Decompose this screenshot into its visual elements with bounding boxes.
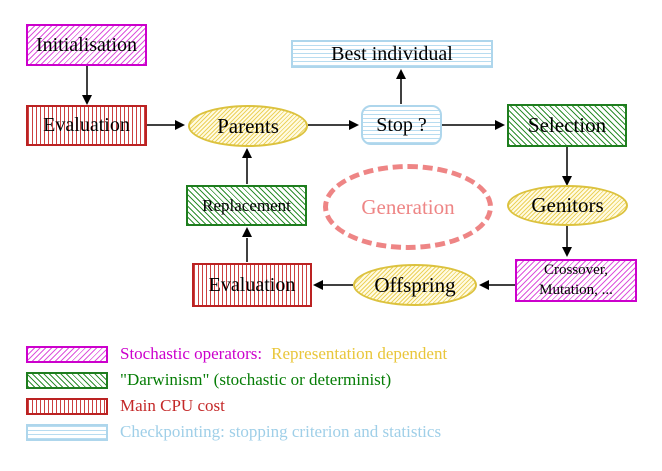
- node-crossover-mutation: Crossover, Mutation, ...: [515, 259, 637, 302]
- legend-label-darwinism: "Darwinism" (stochastic or determinist): [120, 370, 392, 389]
- node-genitors: Genitors: [507, 185, 628, 226]
- node-generation: Generation: [323, 164, 493, 250]
- node-replacement: Replacement: [186, 185, 307, 226]
- crossover-line1: Crossover,: [544, 262, 608, 278]
- legend-row-stochastic: Stochastic operators: Representation dep…: [26, 344, 447, 364]
- legend-label-checkpointing: Checkpointing: stopping criterion and st…: [120, 422, 442, 441]
- node-evaluation-top: Evaluation: [26, 105, 147, 146]
- node-stop: Stop ?: [361, 105, 442, 145]
- legend-label-cpu: Main CPU cost: [120, 396, 225, 415]
- node-initialisation: Initialisation: [26, 24, 147, 66]
- legend-swatch-blue-stripes: [26, 423, 108, 441]
- legend-label-representation: Representation dependent: [271, 344, 448, 363]
- legend-row-darwinism: "Darwinism" (stochastic or determinist): [26, 370, 391, 390]
- node-selection: Selection: [507, 104, 627, 147]
- node-best-individual: Best individual: [291, 40, 493, 68]
- legend-row-checkpointing: Checkpointing: stopping criterion and st…: [26, 422, 441, 442]
- legend-swatch-green-hatch: [26, 371, 108, 389]
- legend-label-stochastic: Stochastic operators:: [120, 344, 263, 363]
- crossover-line2: Mutation, ...: [539, 281, 613, 298]
- legend-swatch-magenta-hatch: [26, 345, 108, 363]
- node-evaluation-bottom: Evaluation: [192, 263, 312, 307]
- legend-row-cpu: Main CPU cost: [26, 396, 225, 416]
- node-offspring: Offspring: [353, 264, 477, 306]
- legend-swatch-red-stripes: [26, 397, 108, 415]
- node-parents: Parents: [188, 105, 308, 147]
